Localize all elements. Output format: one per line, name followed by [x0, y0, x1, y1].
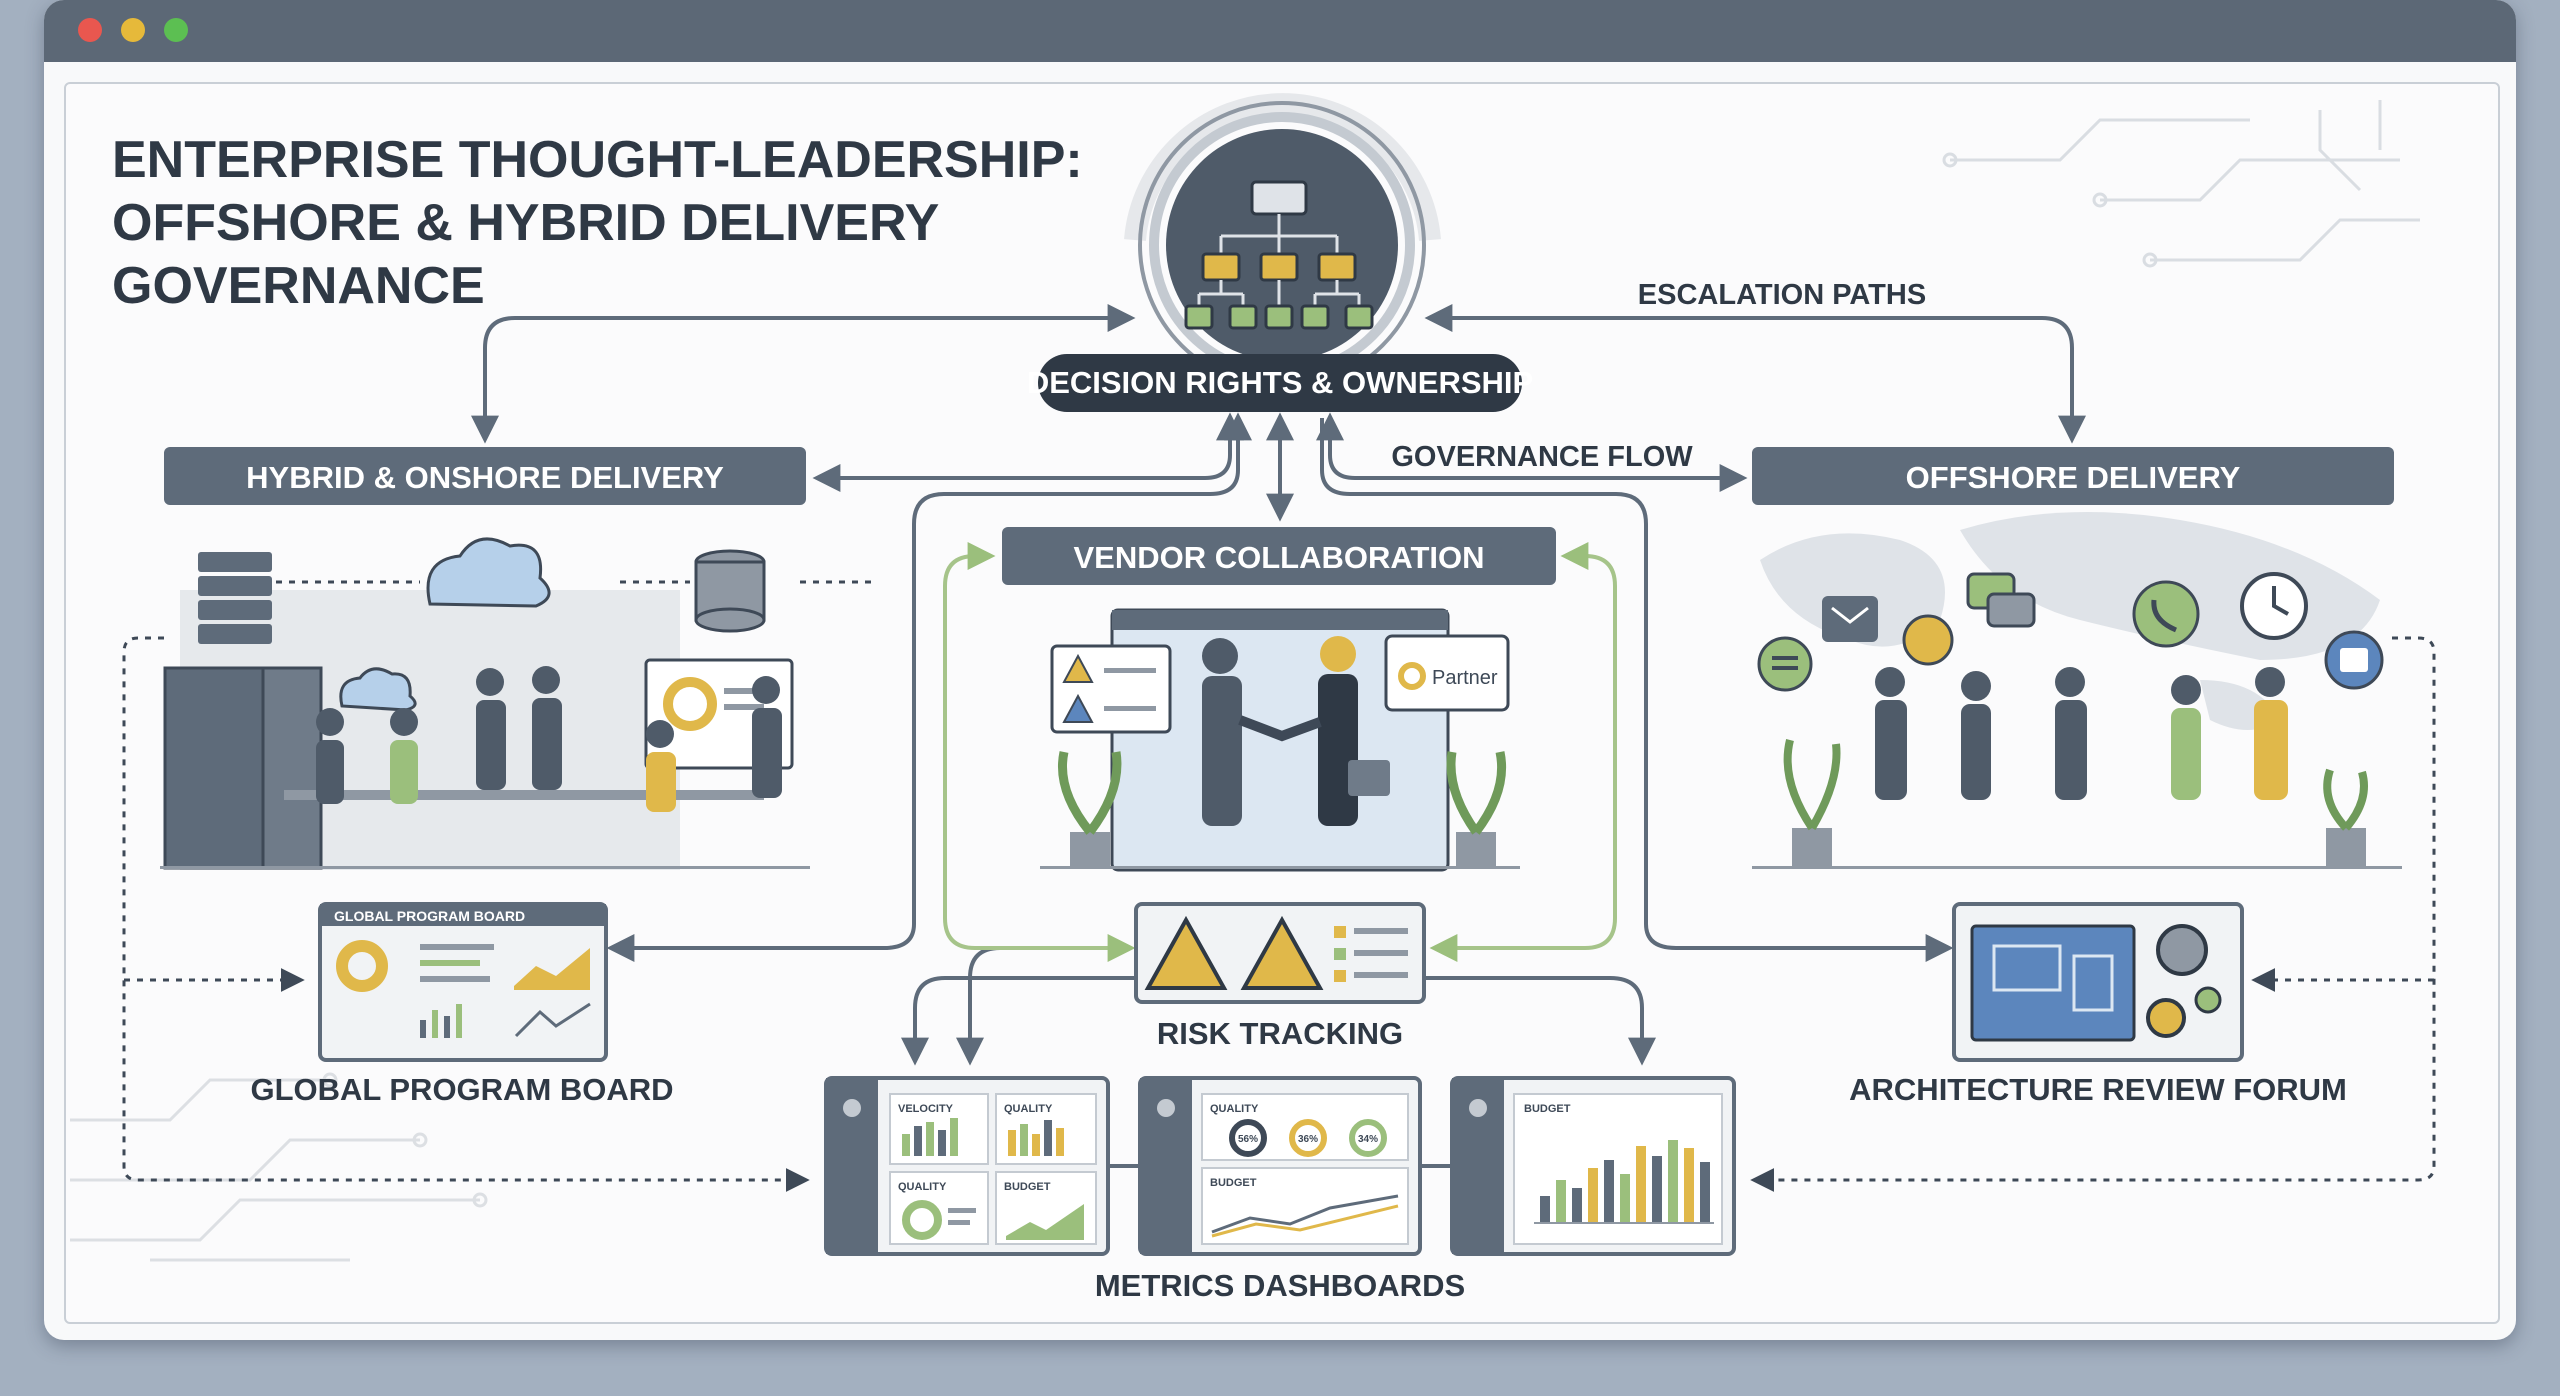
page-title-line-3: GOVERNANCE: [112, 257, 485, 315]
vendor-plant-right: [1446, 751, 1507, 868]
dashboard-2-quality-label: QUALITY: [1210, 1103, 1259, 1115]
global-program-board-header: GLOBAL PROGRAM BOARD: [334, 908, 525, 924]
clock-icon: [2240, 572, 2308, 640]
offshore-plant-left: [1783, 739, 1841, 866]
dashboard-1-quality-label: QUALITY: [1004, 1103, 1053, 1115]
gear-icon-tiny: [2194, 986, 2222, 1014]
maximize-window-button[interactable]: [164, 18, 188, 42]
board-area-chart-icon: [514, 948, 590, 990]
partner-badge: Partner: [1384, 634, 1510, 712]
window-titlebar: [44, 0, 2516, 62]
hybrid-team-people: [160, 666, 810, 869]
vendor-scene: Partner: [1040, 608, 1520, 872]
offshore-team-people: [1752, 667, 2402, 869]
risk-tracking-label: RISK TRACKING: [1157, 1016, 1403, 1051]
org-chart-icon: [1184, 180, 1374, 330]
hybrid-delivery-label: HYBRID & ONSHORE DELIVERY: [246, 460, 724, 495]
hybrid-delivery-banner[interactable]: HYBRID & ONSHORE DELIVERY: [164, 447, 806, 505]
dashboard-1-budget-label: BUDGET: [1004, 1181, 1051, 1193]
offshore-team-scene: [1752, 512, 2402, 869]
chat-bubble-icon: [1757, 636, 1813, 692]
gear-icon: [2156, 924, 2208, 976]
gear-icon-small: [2146, 998, 2186, 1038]
decision-rights-pill[interactable]: DECISION RIGHTS & OWNERSHIP: [1027, 354, 1533, 412]
page-title: ENTERPRISE THOUGHT-LEADERSHIP: OFFSHORE …: [112, 131, 1097, 315]
vendor-plant-left: [1057, 751, 1122, 868]
vendor-collaboration-banner[interactable]: VENDOR COLLABORATION: [1002, 527, 1556, 585]
close-window-button[interactable]: [78, 18, 102, 42]
metrics-dashboard-2[interactable]: QUALITY 56% 36% 34% BUDGET: [1138, 1076, 1422, 1256]
cloud-icon: [426, 537, 551, 608]
metrics-dashboard-3[interactable]: BUDGET: [1450, 1076, 1736, 1256]
offshore-plant-right: [2323, 768, 2368, 866]
risk-window-icon: [1050, 644, 1172, 734]
gauge-2-value: 36%: [1298, 1134, 1318, 1145]
blueprint-icon: [1970, 924, 2136, 1042]
handshake-people: [1202, 636, 1390, 826]
dashboard-3-budget-label: BUDGET: [1524, 1103, 1571, 1115]
warning-icon: [1144, 915, 1228, 990]
board-donut-icon: [336, 940, 388, 992]
dashboard-1-velocity-label: VELOCITY: [898, 1103, 954, 1115]
phone-bubble-icon: [1902, 614, 1954, 666]
architecture-review-card[interactable]: [1952, 902, 2244, 1062]
circuit-decoration-top-right: [1942, 100, 2420, 268]
risk-tracking-card[interactable]: [1134, 902, 1426, 1004]
dashboard-1-quality2-label: QUALITY: [898, 1181, 947, 1193]
small-cloud-icon: [339, 667, 417, 712]
vendor-arrows: [943, 542, 1617, 962]
mail-icon: [1822, 596, 1878, 642]
governance-flow-label: GOVERNANCE FLOW: [1391, 441, 1693, 473]
architecture-review-label: ARCHITECTURE REVIEW FORUM: [1849, 1072, 2347, 1107]
server-rack-icon: [163, 666, 323, 870]
global-program-board-label: GLOBAL PROGRAM BOARD: [250, 1072, 673, 1107]
call-icon: [2132, 580, 2200, 648]
decision-hub[interactable]: [1124, 93, 1441, 389]
database-icon: [694, 549, 766, 633]
gauge-1-value: 56%: [1238, 1134, 1258, 1145]
vendor-collaboration-label: VENDOR COLLABORATION: [1073, 540, 1484, 575]
minimize-window-button[interactable]: [121, 18, 145, 42]
offshore-delivery-banner[interactable]: OFFSHORE DELIVERY: [1752, 447, 2394, 505]
top-connectors: [471, 304, 2086, 1066]
global-program-board-card[interactable]: GLOBAL PROGRAM BOARD: [318, 902, 608, 1062]
circuit-decoration-bottom-left: [70, 1072, 488, 1262]
partner-badge-label: Partner: [1432, 667, 1498, 689]
escalation-paths-label: ESCALATION PATHS: [1638, 279, 1926, 311]
page-title-line-2: OFFSHORE & HYBRID DELIVERY: [112, 194, 939, 252]
metrics-dashboards-label: METRICS DASHBOARDS: [1095, 1268, 1465, 1303]
messages-icon: [1966, 572, 2036, 628]
dashboard-2-budget-label: BUDGET: [1210, 1177, 1257, 1189]
hybrid-office-scene: [160, 537, 810, 870]
metrics-dashboard-1[interactable]: VELOCITY QUALITY QUALITY BUDGET: [824, 1076, 1110, 1256]
page-title-line-1: ENTERPRISE THOUGHT-LEADERSHIP:: [112, 131, 1083, 189]
decision-rights-label: DECISION RIGHTS & OWNERSHIP: [1027, 365, 1533, 400]
warning-icon-2: [1240, 915, 1324, 990]
gauge-3-value: 34%: [1358, 1134, 1378, 1145]
calendar-icon: [2324, 630, 2384, 690]
offshore-delivery-label: OFFSHORE DELIVERY: [1906, 460, 2241, 495]
server-stack-icon: [198, 552, 272, 644]
